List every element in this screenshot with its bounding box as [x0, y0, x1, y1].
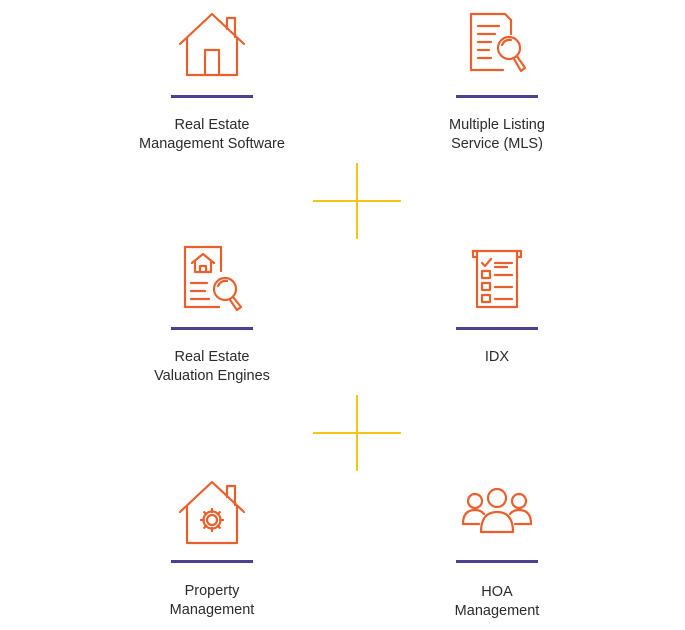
- card-label-line: Service (MLS): [451, 136, 543, 152]
- card-label: Real Estate Valuation Engines: [102, 348, 322, 386]
- accent-bar: [456, 327, 538, 330]
- document-search-icon: [465, 12, 529, 76]
- house-icon: [177, 10, 247, 78]
- card-label-line: Real Estate: [174, 117, 250, 133]
- card-label-line: Management: [454, 603, 540, 619]
- card-label: Real Estate Management Software: [102, 116, 322, 154]
- cross-divider-bottom: [313, 395, 401, 471]
- accent-bar: [456, 560, 538, 563]
- house-gear-icon: [177, 478, 247, 546]
- card-label-line: Management: [169, 602, 255, 618]
- card-label-line: Real Estate: [174, 349, 250, 365]
- card-label: Multiple Listing Service (MLS): [387, 116, 607, 154]
- accent-bar: [171, 560, 253, 563]
- accent-bar: [171, 95, 253, 98]
- accent-bar: [171, 327, 253, 330]
- card-label-line: Property: [184, 583, 240, 599]
- card-label: Property Management: [102, 582, 322, 620]
- card-label-line: Management Software: [139, 136, 285, 152]
- cross-divider-top: [313, 163, 401, 239]
- card-label: IDX: [387, 348, 607, 367]
- card-label-line: Valuation Engines: [154, 368, 270, 384]
- cross-vertical-line: [356, 163, 358, 239]
- card-label-line: IDX: [484, 349, 510, 365]
- cross-vertical-line: [356, 395, 358, 471]
- accent-bar: [456, 95, 538, 98]
- card-label-line: HOA: [481, 584, 513, 600]
- card-label-line: Multiple Listing: [449, 117, 545, 133]
- group-people-icon: [460, 486, 534, 536]
- card-label: HOA Management: [387, 583, 607, 621]
- house-document-search-icon: [179, 245, 245, 311]
- checklist-icon: [469, 247, 525, 309]
